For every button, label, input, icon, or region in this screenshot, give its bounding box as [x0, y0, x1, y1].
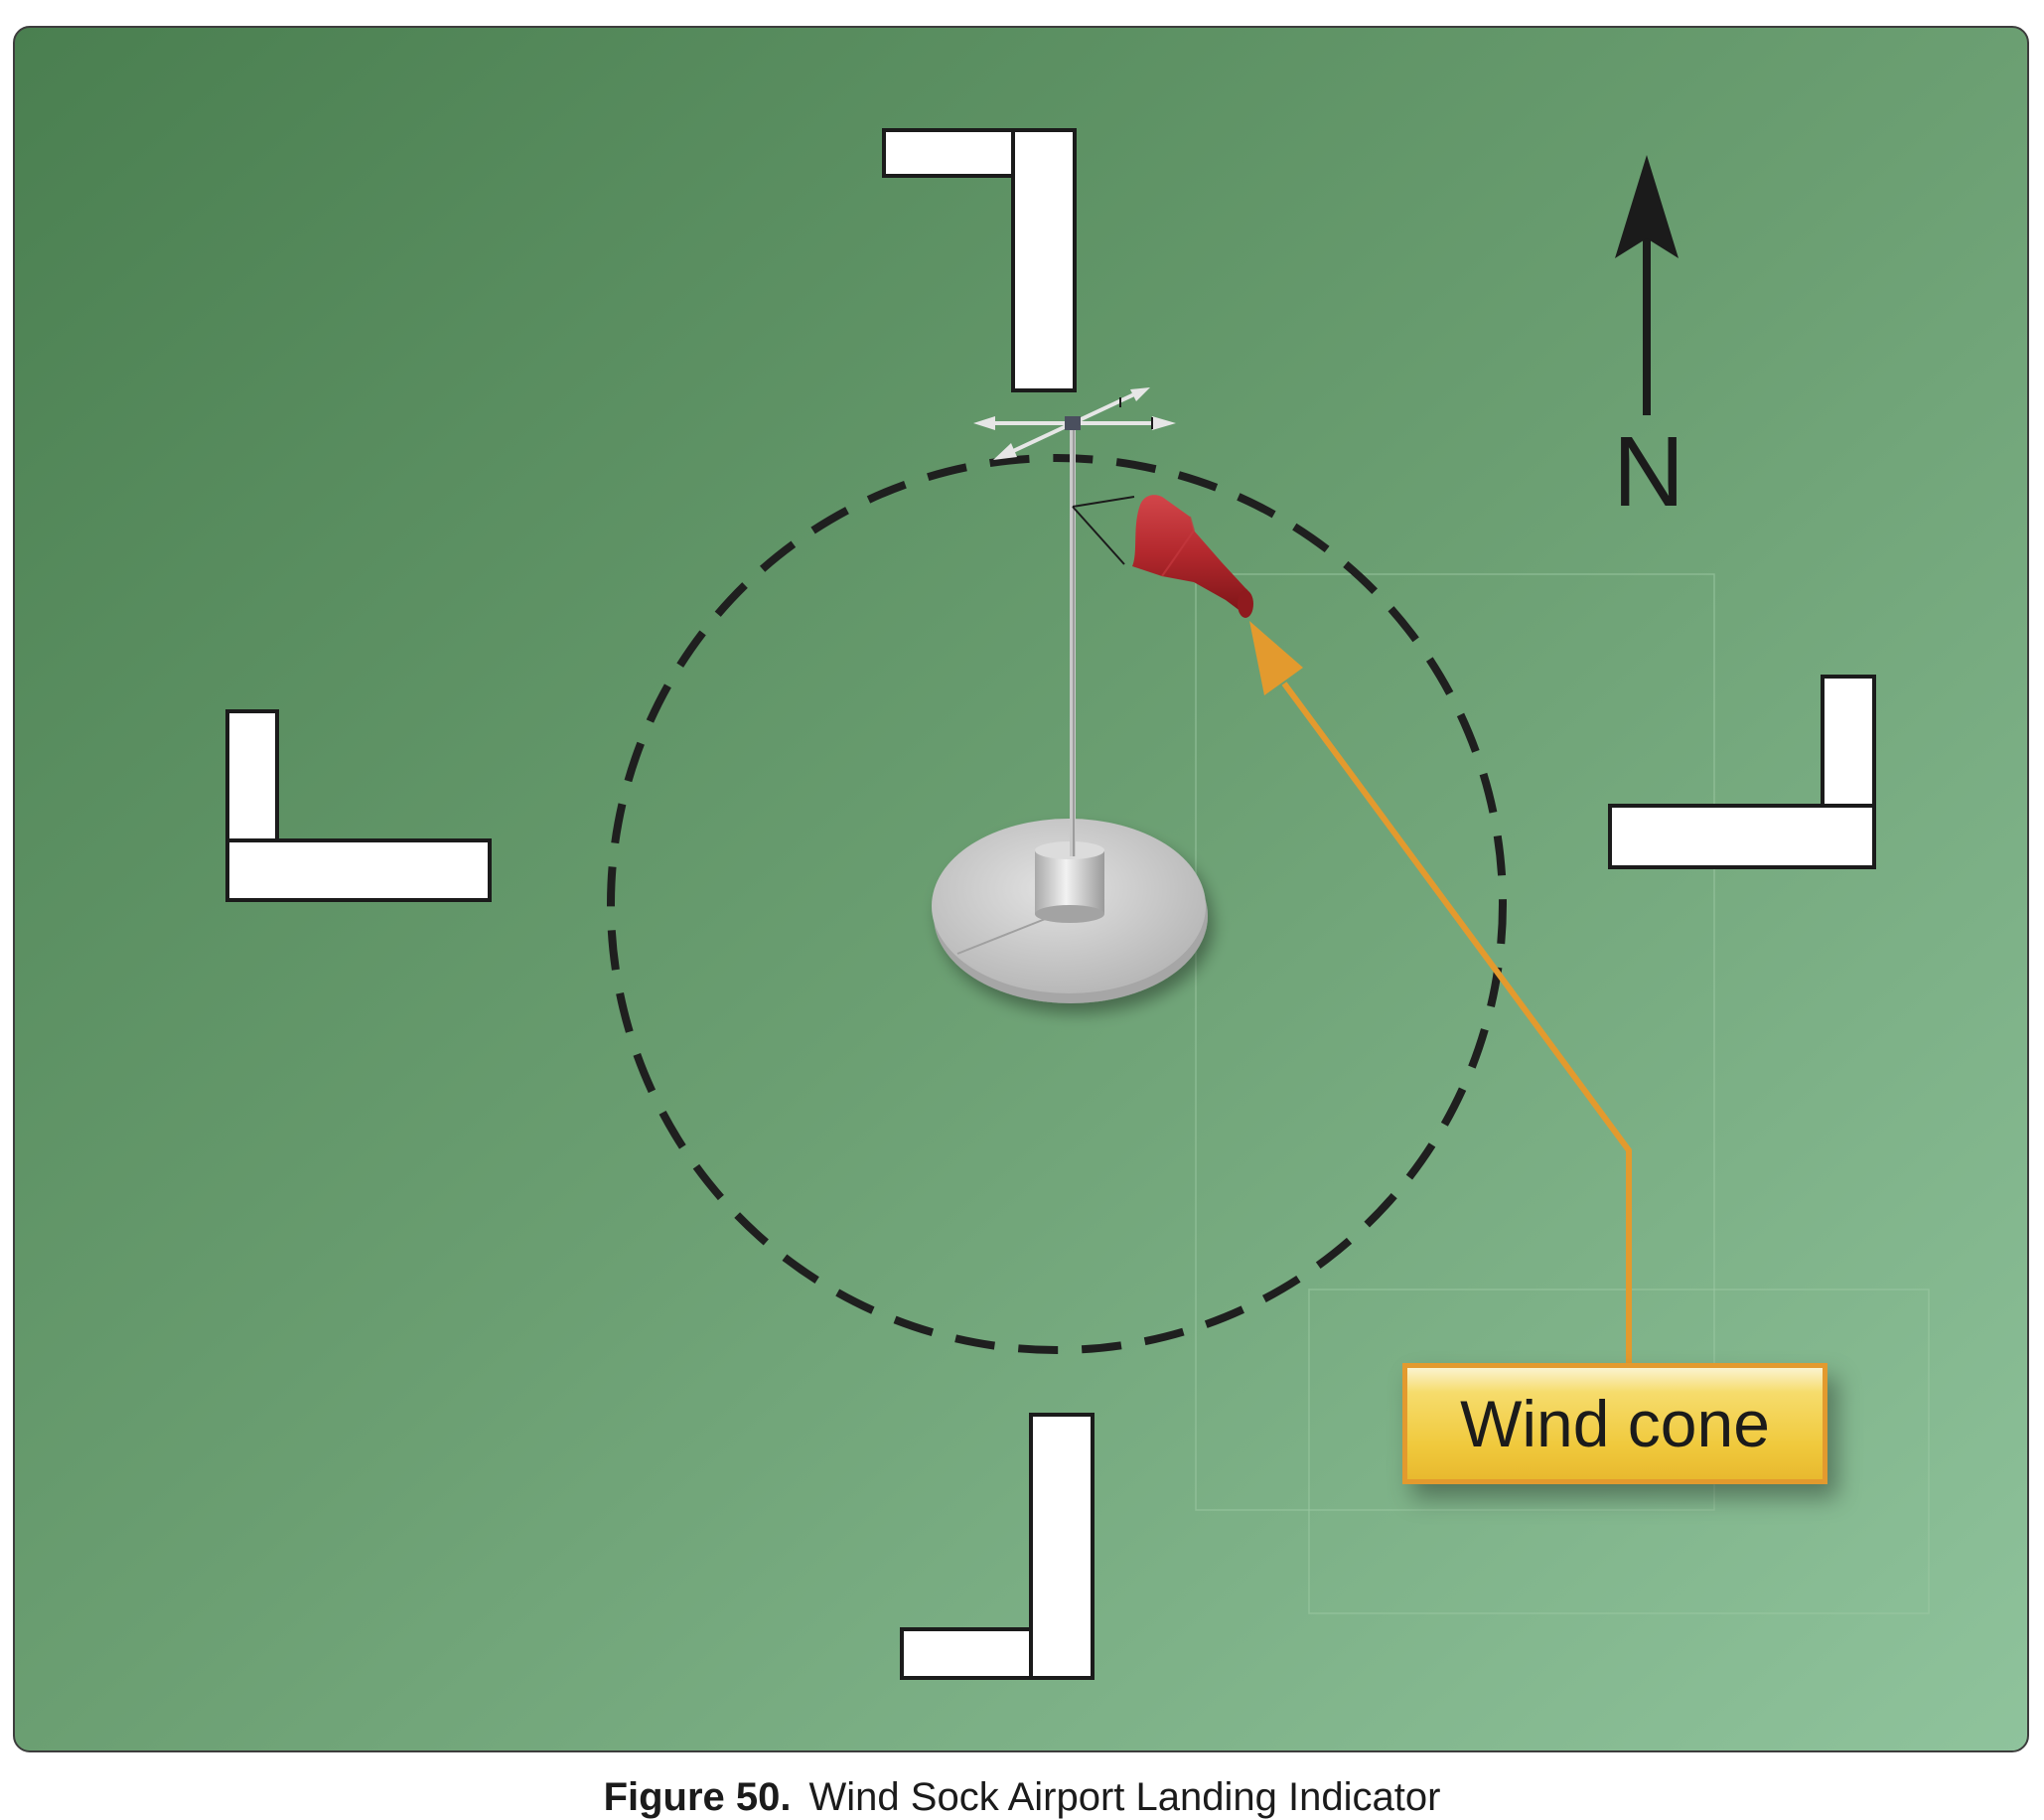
segmented-circle: [607, 454, 1507, 1354]
figure-caption: Figure 50. Wind Sock Airport Landing Indi…: [0, 1774, 2044, 1820]
callout-leader-line: [1281, 682, 1632, 1365]
corner-marker-west: [225, 709, 492, 902]
guide-frame: [1308, 1289, 1930, 1614]
north-arrow-icon: [1615, 155, 1679, 415]
leader-arrowhead-icon: [1249, 621, 1303, 695]
corner-marker-east: [1608, 675, 1876, 869]
callout-label: Wind cone: [1460, 1387, 1770, 1460]
mast-base-icon: [932, 819, 1208, 1003]
caption-number: Figure 50.: [603, 1775, 792, 1819]
north-label: N: [1612, 416, 1685, 528]
wind-vane-icon: [973, 387, 1176, 460]
caption-title: Wind Sock Airport Landing Indicator: [808, 1775, 1441, 1819]
corner-marker-north: [882, 128, 1077, 392]
wind-cone-callout: Wind cone: [1402, 1363, 1827, 1484]
corner-marker-south: [900, 1413, 1095, 1680]
guide-frame: [1195, 573, 1715, 1511]
wind-cone-icon: [1072, 495, 1253, 618]
